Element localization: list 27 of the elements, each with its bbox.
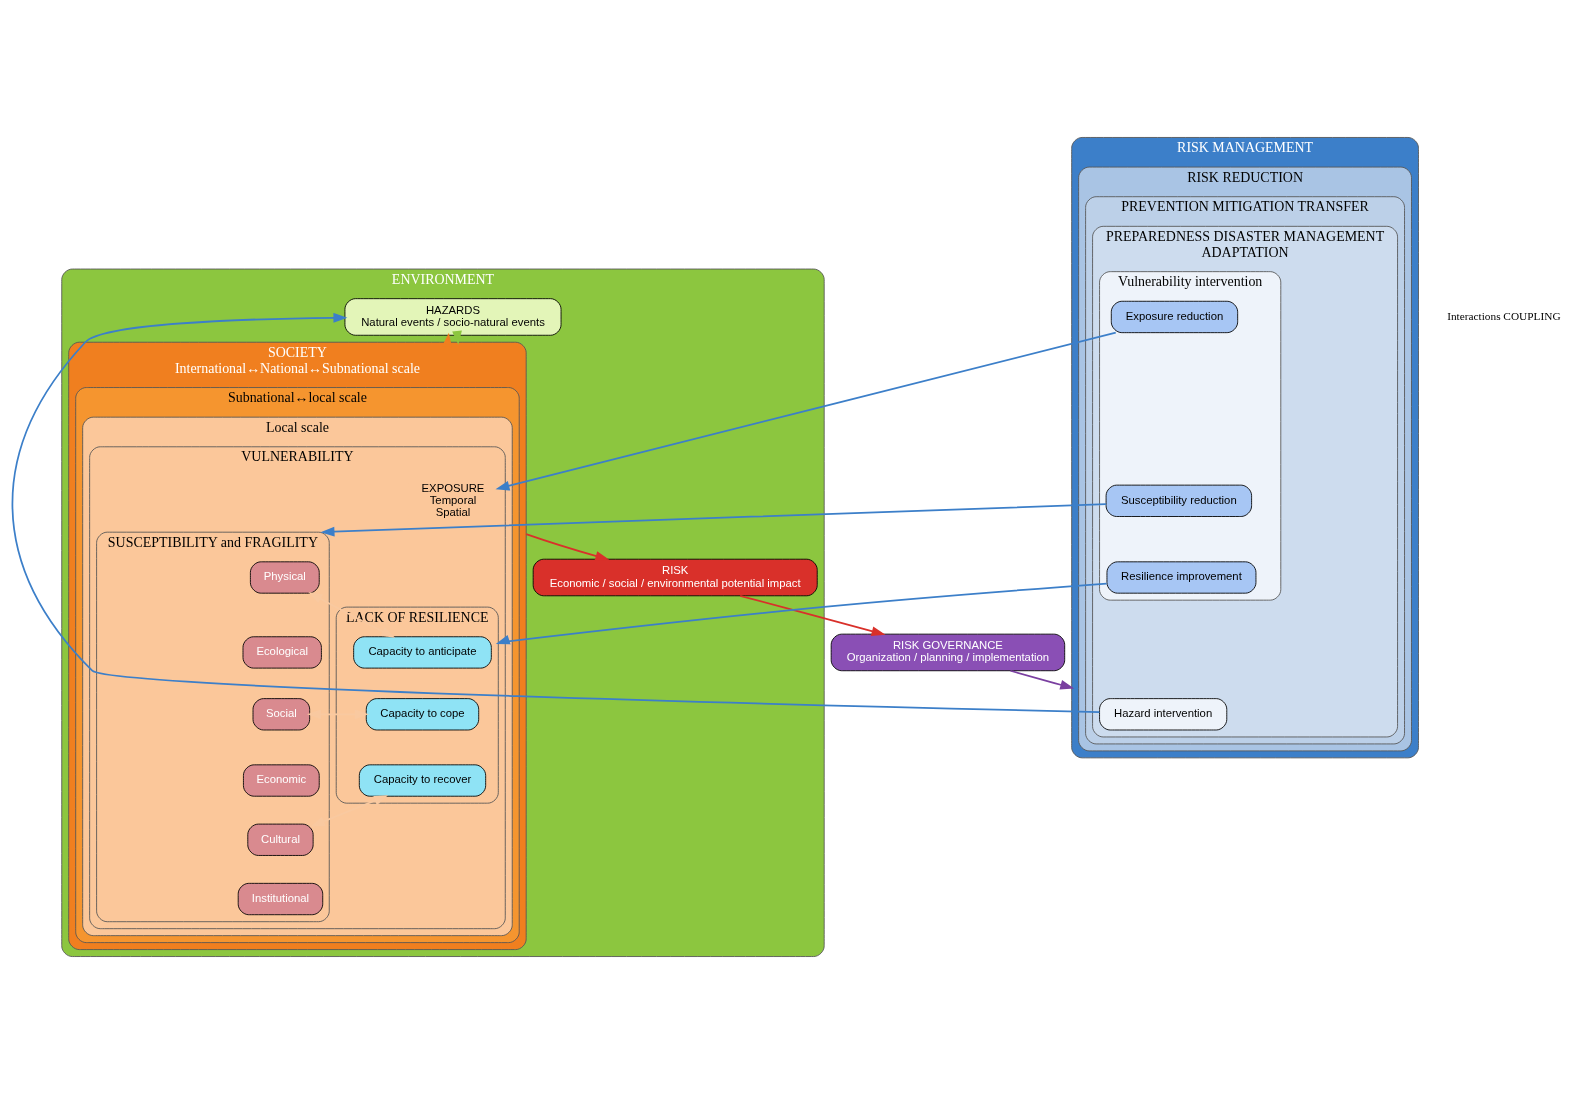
node-box: Capacity to cope bbox=[365, 698, 480, 731]
node-box: Economic bbox=[243, 764, 320, 797]
arrow bbox=[739, 594, 886, 636]
node-box: Hazard intervention bbox=[1099, 698, 1228, 731]
node-box: Physical bbox=[249, 561, 320, 594]
arrow bbox=[308, 592, 396, 638]
node-box: Capacity to recover bbox=[358, 764, 487, 797]
node-box: Ecological bbox=[242, 636, 322, 669]
node-box: Resilience improvement bbox=[1106, 561, 1257, 594]
arrow bbox=[307, 709, 369, 720]
arrow bbox=[320, 503, 1107, 537]
node-box: Exposure reduction bbox=[1110, 300, 1239, 334]
arrow bbox=[525, 533, 610, 561]
node-box: Cultural bbox=[247, 823, 314, 856]
node-box: Capacity to anticipate bbox=[353, 636, 492, 669]
arrow bbox=[11, 312, 1101, 713]
node-box: Susceptibility reduction bbox=[1105, 484, 1253, 517]
node-box: RISK GOVERNANCE Organization / planning / implementation bbox=[830, 633, 1066, 672]
node-box: Social bbox=[252, 698, 311, 731]
node-text: EXPOSURE Temporal Spatial bbox=[421, 481, 485, 518]
node-box: Institutional bbox=[237, 882, 324, 916]
arrow bbox=[310, 795, 388, 827]
label: Interactions COUPLING bbox=[1447, 309, 1561, 322]
arrow bbox=[495, 582, 1108, 645]
node-box: RISK Economic / social / environmental potential impact bbox=[532, 558, 818, 597]
arrow bbox=[1009, 669, 1075, 690]
arrow bbox=[495, 331, 1117, 491]
